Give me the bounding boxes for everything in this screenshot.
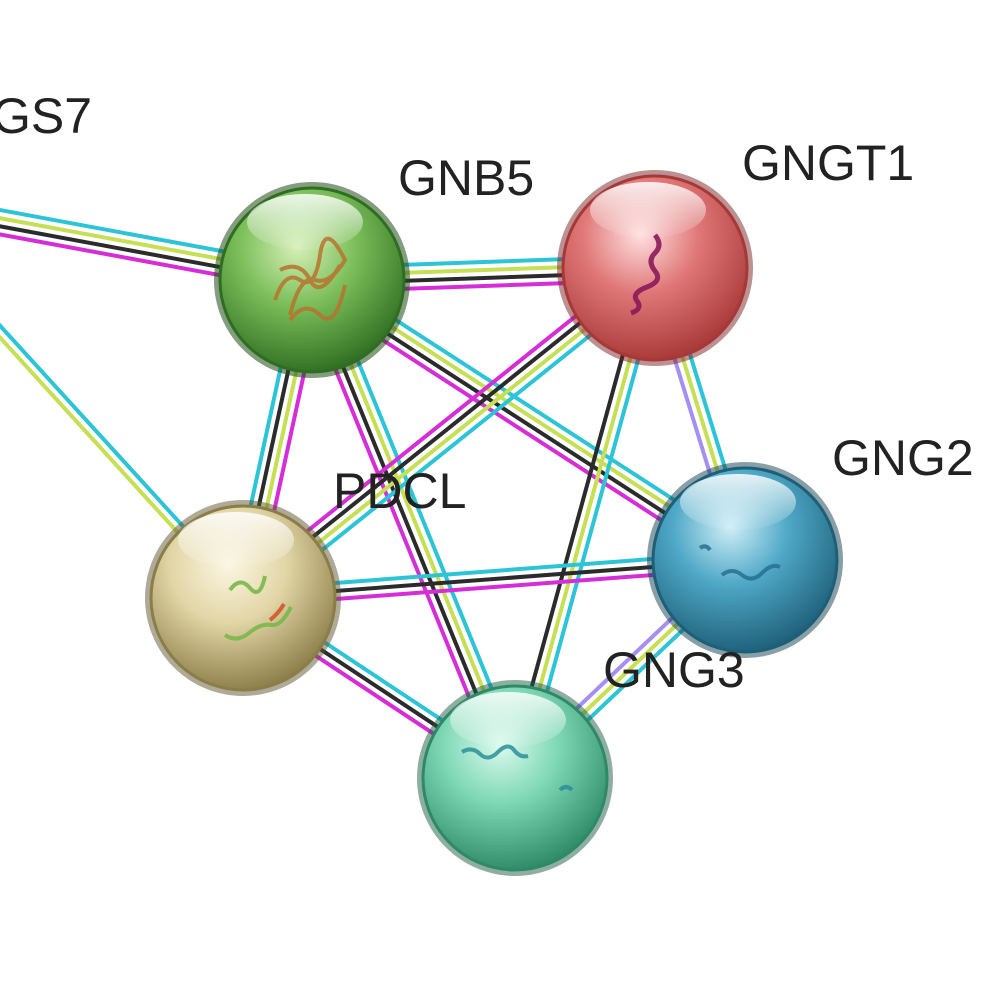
protein-structure-icon xyxy=(698,544,781,581)
protein-structure-icon xyxy=(460,744,574,792)
node-gnb5[interactable] xyxy=(214,182,410,378)
protein-structure-icon xyxy=(273,236,348,322)
node-label-gnb5: GNB5 xyxy=(398,150,534,206)
node-label-gng2: GNG2 xyxy=(832,430,974,486)
node-gngt1[interactable] xyxy=(557,170,753,366)
node-label-gng3: GNG3 xyxy=(603,642,745,698)
node-label-rgs7: GS7 xyxy=(0,88,92,144)
node-gng3[interactable] xyxy=(417,680,613,876)
node-label-gngt1: GNGT1 xyxy=(742,135,914,191)
node-label-pdcl: PDCL xyxy=(333,463,466,519)
node-pdcl[interactable] xyxy=(145,500,341,696)
protein-structure-icon xyxy=(223,575,293,641)
protein-structure-icon xyxy=(630,233,662,316)
labels-layer: GS7 GNB5 GNGT1 GNG2 PDCL GNG3 xyxy=(0,88,974,698)
nodes-layer xyxy=(145,170,843,876)
node-gng2[interactable] xyxy=(647,462,843,658)
